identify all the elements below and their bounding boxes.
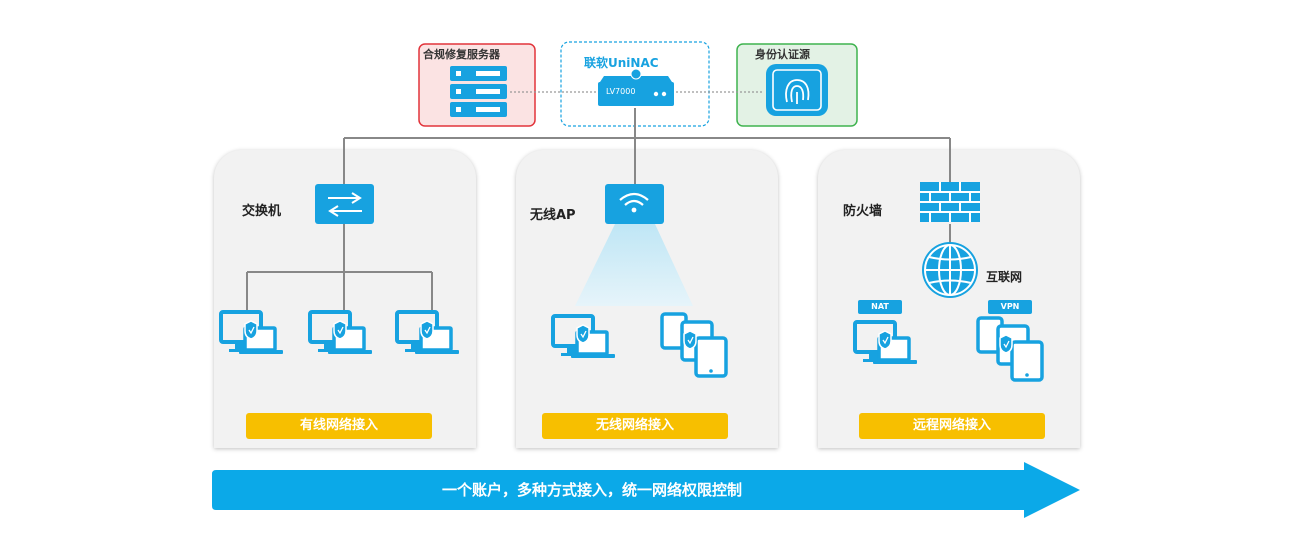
- nac-device-label: LV7000: [606, 87, 636, 96]
- vpn-tag: VPN: [988, 300, 1032, 314]
- wired-access-pill: 有线网络接入: [246, 413, 432, 439]
- banner-text: 一个账户，多种方式接入，统一网络权限控制: [441, 481, 742, 499]
- server-icon: [450, 66, 507, 117]
- desktop-laptop-icon: [395, 310, 459, 354]
- desktop-laptop-icon: [219, 310, 283, 354]
- switch-label: 交换机: [242, 204, 282, 219]
- wireless-ap-icon: [575, 184, 693, 306]
- firewall-icon: [920, 182, 980, 222]
- fingerprint-icon: [766, 64, 828, 116]
- tablet-phone-icon: [976, 316, 1044, 382]
- tablet-phone-icon: [660, 312, 728, 378]
- banner-arrow: [212, 462, 1080, 518]
- compliance-server-label: 合规修复服务器: [423, 48, 500, 61]
- desktop-laptop-icon: [308, 310, 372, 354]
- nat-tag: NAT: [858, 300, 902, 314]
- identity-source-label: 身份认证源: [755, 48, 810, 61]
- wireless-ap-label: 无线AP: [530, 208, 576, 223]
- desktop-laptop-icon: [551, 314, 615, 358]
- remote-access-pill: 远程网络接入: [859, 413, 1045, 439]
- nac-label: 联软UniNAC: [584, 56, 659, 70]
- wireless-access-pill: 无线网络接入: [542, 413, 728, 439]
- globe-icon: [922, 242, 978, 298]
- nac-appliance-icon: [598, 68, 674, 106]
- desktop-laptop-icon: [853, 320, 917, 364]
- firewall-label: 防火墙: [843, 204, 883, 219]
- switch-icon: [315, 184, 374, 224]
- internet-label: 互联网: [986, 270, 1023, 284]
